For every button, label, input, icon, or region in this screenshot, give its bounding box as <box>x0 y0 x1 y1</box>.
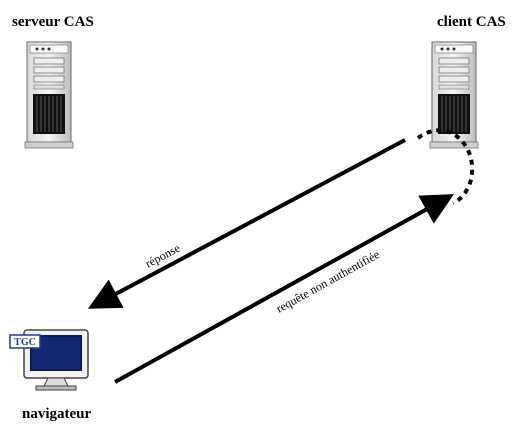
cas-client-label: client CAS <box>437 14 506 30</box>
request-label: requête non authentifiée <box>274 247 382 315</box>
tgc-badge-text: TGC <box>14 337 36 348</box>
response-arrow <box>87 138 406 309</box>
browser-label: navigateur <box>22 406 92 422</box>
server-tower-icon <box>429 41 479 149</box>
response-label: réponse <box>143 241 183 271</box>
request-arrow <box>114 194 454 384</box>
tgc-badge: TGC <box>9 334 41 349</box>
cas-server-label: serveur CAS <box>12 14 94 30</box>
server-tower-icon <box>24 41 74 149</box>
client-processing-curve <box>416 128 475 205</box>
